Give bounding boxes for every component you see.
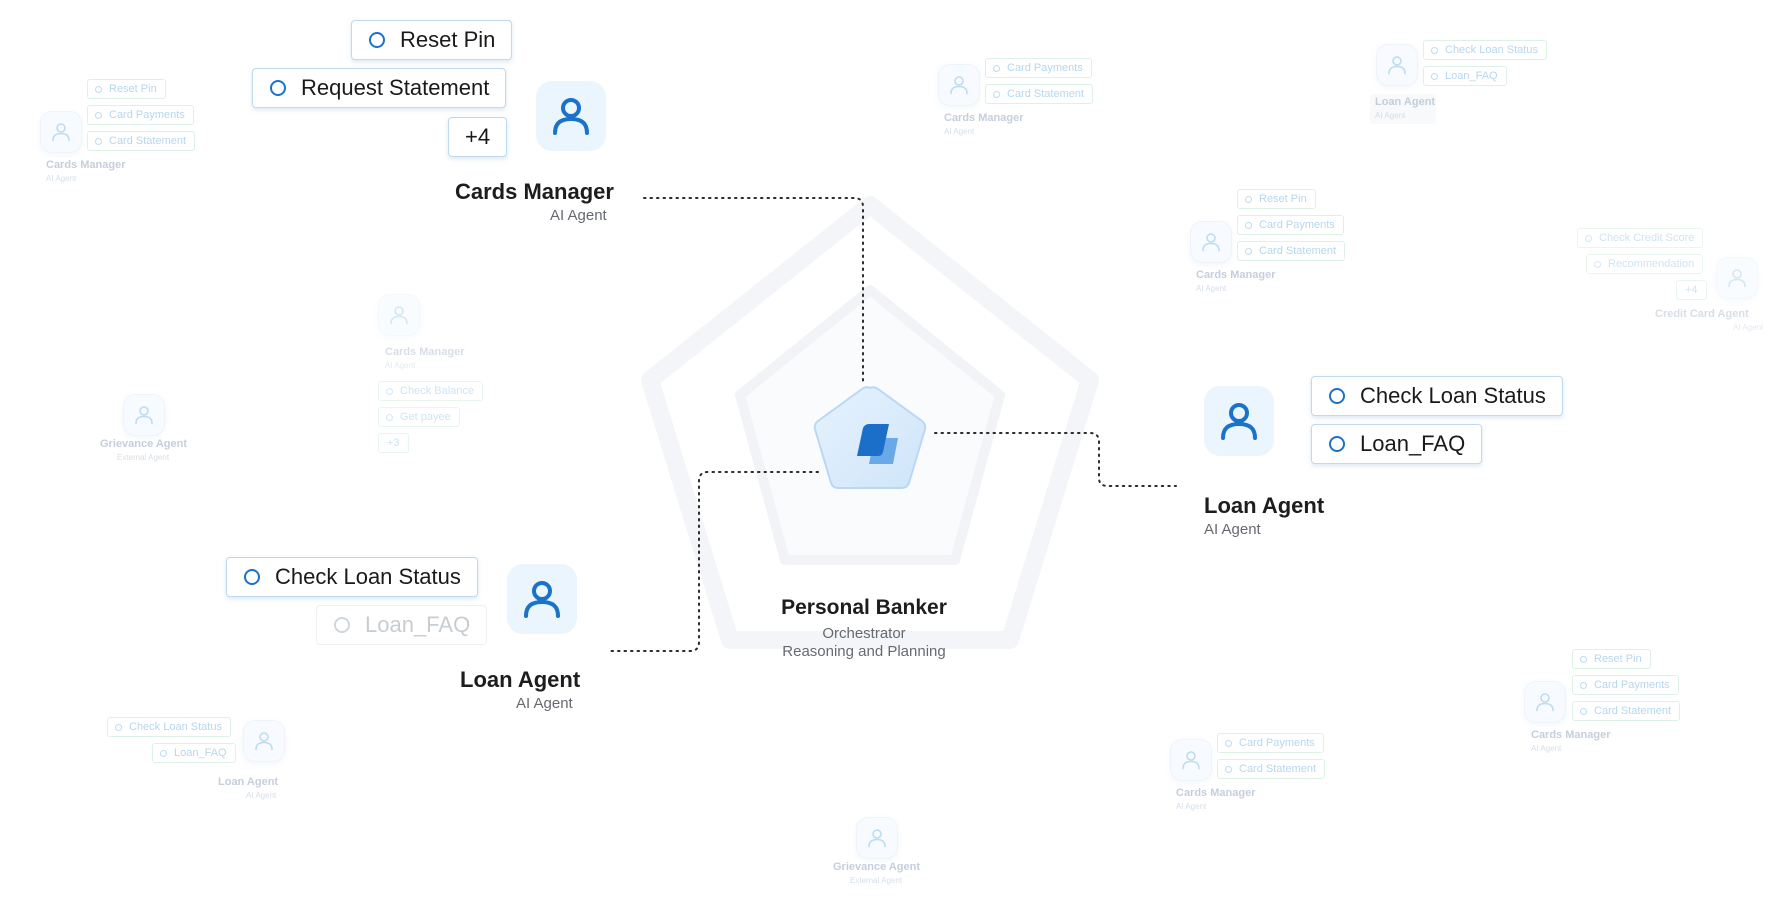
connector-cards-manager xyxy=(643,197,864,383)
capability-chip-check-loan-status[interactable]: Check Loan Status xyxy=(1311,376,1563,416)
agent-name: Loan Agent xyxy=(1375,96,1436,108)
layers-icon xyxy=(857,424,898,464)
agent-name: Cards Manager xyxy=(455,179,614,204)
agent-name: Loan Agent xyxy=(218,776,279,788)
agent-name: Loan Agent xyxy=(460,667,581,692)
agent-role: AI Agent xyxy=(1375,111,1406,120)
agent-name: Cards Manager xyxy=(1176,787,1256,799)
capability-chip: Card Payments xyxy=(1572,675,1679,695)
orchestrator-role: Orchestrator xyxy=(822,625,906,642)
person-icon xyxy=(1376,44,1418,86)
orchestrator-pentagon[interactable] xyxy=(805,380,935,510)
capability-chip-check-loan-status[interactable]: Check Loan Status xyxy=(226,557,478,597)
person-icon xyxy=(123,394,165,436)
radio-icon xyxy=(244,569,260,585)
capability-chip: Check Balance xyxy=(378,381,483,401)
agent-role: AI Agent xyxy=(1204,521,1261,538)
capability-chip-request-statement[interactable]: Request Statement xyxy=(252,68,507,108)
capability-chip-loan-faq[interactable]: Loan_FAQ xyxy=(316,605,488,645)
person-icon xyxy=(1716,257,1758,299)
agent-role: AI Agent xyxy=(1733,323,1764,332)
agent-name: Grievance Agent xyxy=(100,438,188,450)
agent-role: AI Agent xyxy=(46,174,77,183)
agent-role: AI Agent xyxy=(246,791,277,800)
radio-icon xyxy=(334,617,350,633)
capability-chip: Loan_FAQ xyxy=(152,743,236,763)
person-icon xyxy=(243,720,285,762)
agent-role: AI Agent xyxy=(1176,802,1207,811)
agent-name: Cards Manager xyxy=(385,346,465,358)
capability-chip: Card Payments xyxy=(1237,215,1344,235)
agent-name: Cards Manager xyxy=(1531,729,1611,741)
capability-chip: Card Statement xyxy=(1237,241,1346,261)
orchestrator-subtitle: Reasoning and Planning xyxy=(782,643,946,660)
person-icon xyxy=(1204,386,1274,456)
person-icon xyxy=(1170,739,1212,781)
capability-chip: Get payee xyxy=(378,407,460,427)
person-icon xyxy=(507,564,577,634)
radio-icon xyxy=(369,32,385,48)
agent-name: Loan Agent xyxy=(1204,493,1325,518)
person-icon xyxy=(1524,681,1566,723)
radio-icon xyxy=(1329,436,1345,452)
capability-chip: Card Statement xyxy=(985,84,1094,104)
capability-chip-loan-faq[interactable]: Loan_FAQ xyxy=(1311,424,1483,464)
agent-role: AI Agent xyxy=(550,207,607,224)
capability-chip-reset-pin[interactable]: Reset Pin xyxy=(351,20,513,60)
radio-icon xyxy=(1329,388,1345,404)
more-capabilities-chip: +4 xyxy=(1676,280,1707,300)
capability-chip: Reset Pin xyxy=(87,79,166,99)
agent-role: AI Agent xyxy=(1531,744,1562,753)
agent-role: AI Agent xyxy=(1196,284,1227,293)
capability-chip: Loan_FAQ xyxy=(1423,66,1507,86)
agent-role: External Agent xyxy=(850,876,903,885)
capability-chip: Check Loan Status xyxy=(1423,40,1547,60)
capability-chip: Recommendation xyxy=(1586,254,1704,274)
capability-chip: Card Payments xyxy=(1217,733,1324,753)
agent-name: Grievance Agent xyxy=(833,861,921,873)
connector-loan-agent-right xyxy=(934,432,1177,487)
radio-icon xyxy=(270,80,286,96)
person-icon xyxy=(536,81,606,151)
agent-role: External Agent xyxy=(117,453,170,462)
capability-chip: Reset Pin xyxy=(1237,189,1316,209)
capability-chip: Card Statement xyxy=(87,131,196,151)
capability-chip: Check Loan Status xyxy=(107,717,231,737)
capability-chip: Card Statement xyxy=(1217,759,1326,779)
agent-name: Cards Manager xyxy=(46,159,126,171)
agent-role: AI Agent xyxy=(944,127,975,136)
capability-chip: Card Payments xyxy=(985,58,1092,78)
person-icon xyxy=(40,111,82,153)
capability-chip: Card Statement xyxy=(1572,701,1681,721)
capability-chip: Card Payments xyxy=(87,105,194,125)
agent-role: AI Agent xyxy=(516,695,573,712)
capability-chip: Check Credit Score xyxy=(1577,228,1704,248)
orchestrator-name: Personal Banker xyxy=(781,596,947,619)
more-capabilities-chip[interactable]: +4 xyxy=(448,117,508,157)
agent-name: Cards Manager xyxy=(944,112,1024,124)
capability-chip: Reset Pin xyxy=(1572,649,1651,669)
agent-name: Cards Manager xyxy=(1196,269,1276,281)
agent-role: AI Agent xyxy=(385,361,416,370)
person-icon xyxy=(1190,221,1232,263)
highlight-box xyxy=(1370,94,1436,124)
more-capabilities-chip: +3 xyxy=(378,433,409,453)
person-icon xyxy=(938,64,980,106)
person-icon xyxy=(378,294,420,336)
agent-name: Credit Card Agent xyxy=(1655,308,1749,320)
person-icon xyxy=(856,817,898,859)
